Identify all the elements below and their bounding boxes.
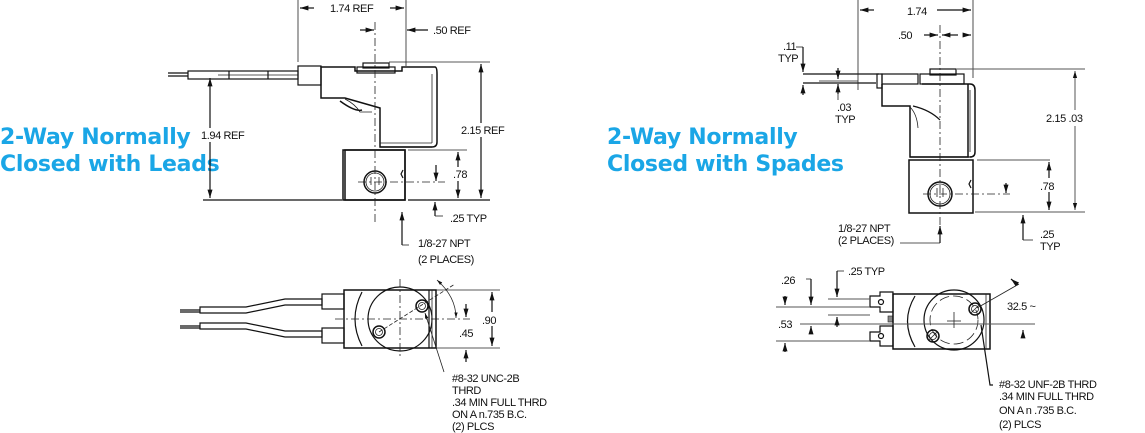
dim-overall-width-leads: 1.74 REF (330, 3, 374, 15)
dim-offset-width-leads: .50 REF (433, 25, 471, 37)
title-leads-line-1: 2-Way Normally (0, 125, 191, 150)
title-leads-line-2: Closed with Leads (0, 152, 220, 177)
dim-overall-height-spades: 2.15 .03 (1046, 113, 1083, 125)
dim-spade-offset-spades: .26 (781, 275, 795, 287)
title-leads: 2-Way Normally Closed with Leads (0, 124, 220, 178)
thread-spec-leads-line-4: ON A n.735 B.C. (452, 409, 527, 421)
dim-lead-height-leads: 1.94 REF (201, 130, 245, 142)
leads-side-view: 1.74 REF .50 REF 1.94 REF 2.15 REF .78 .… (168, 0, 506, 266)
dim-width-leads: .90 (482, 315, 496, 327)
dim-half-width-leads: .45 (459, 328, 473, 340)
dim-overall-width-spades: 1.74 (907, 6, 927, 18)
leads-top-view: .90 .45 #8-32 UNC-2B THRD .34 MIN FULL T… (180, 279, 548, 433)
dim-port-height-leads: .78 (453, 169, 467, 181)
spades-top-view: 32.5 ~ .26 .25 TYP .53 #8-32 UNF-2B THRD… (776, 266, 1097, 431)
dim-base-offset-suffix: TYP (1040, 241, 1060, 253)
dim-port-height-spades: .78 (1040, 181, 1054, 193)
thread-spec-leads-line-1: #8-32 UNC-2B (452, 373, 519, 385)
dim-spade-thickness-suffix: TYP (835, 114, 855, 126)
thread-spec-spades-line-4: (2) PLCS (999, 419, 1041, 431)
title-spades: 2-Way Normally Closed with Spades (607, 124, 844, 178)
dim-spade-spacing-spades: .53 (778, 319, 792, 331)
thread-spec-spades-line-3: ON A n .735 B.C. (999, 405, 1077, 417)
dim-spade-gap-spades: .25 TYP (848, 266, 885, 278)
spades-side-view: 1.74 .50 .11 TYP .03 TYP 2.15 .03 .78 .2… (778, 0, 1100, 253)
port-spec-spades-line-2: (2 PLACES) (838, 235, 894, 247)
thread-spec-leads-line-3: .34 MIN FULL THRD (452, 397, 547, 409)
dim-offset-width-spades: .50 (898, 30, 912, 42)
port-spec-spades-line-1: 1/8-27 NPT (838, 223, 891, 235)
port-spec-leads-line-1: 1/8-27 NPT (418, 238, 471, 250)
thread-spec-leads-line-2: THRD (452, 385, 481, 397)
dim-spade-width-suffix: TYP (778, 53, 798, 65)
thread-spec-spades-line-1: #8-32 UNF-2B THRD (999, 379, 1097, 391)
dim-spade-width-spades: .11 (783, 41, 797, 53)
dim-base-offset-spades: .25 (1040, 229, 1054, 241)
thread-spec-leads-line-5: (2) PLCS (452, 421, 494, 433)
dim-base-offset-leads: .25 TYP (450, 213, 487, 225)
port-spec-leads-line-2: (2 PLACES) (418, 254, 474, 266)
dim-angle-spades: 32.5 ~ (1007, 301, 1036, 313)
dim-overall-height-leads: 2.15 REF (461, 125, 505, 137)
dim-spade-thickness-spades: .03 (837, 102, 851, 114)
title-spades-line-1: 2-Way Normally (607, 125, 798, 150)
thread-spec-spades-line-2: .34 MIN FULL THRD (999, 391, 1094, 403)
title-spades-line-2: Closed with Spades (607, 152, 844, 177)
